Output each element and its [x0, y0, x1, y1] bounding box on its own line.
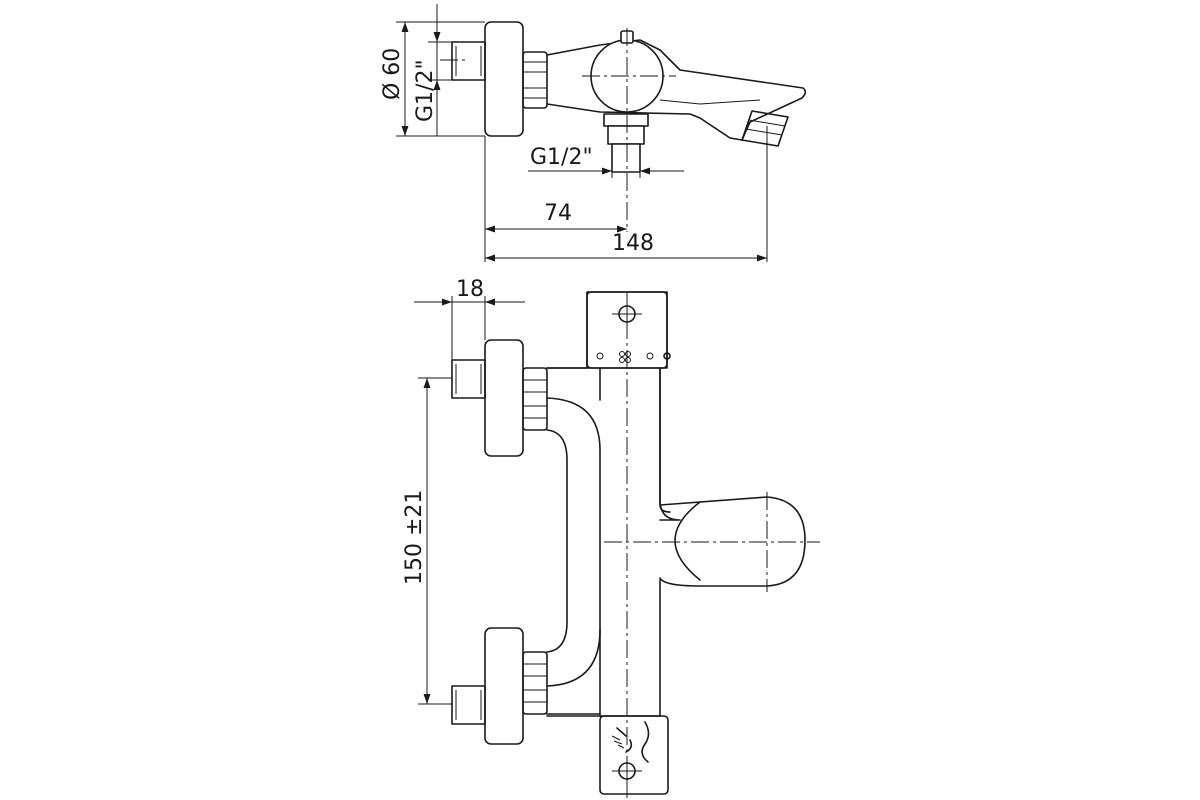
top-spout-aerator — [741, 110, 789, 147]
top-inlet-nipple — [451, 41, 486, 81]
lower-connection-nut — [522, 651, 548, 715]
lower-wall-rosette — [484, 627, 524, 745]
lower-inlet-nipple — [451, 685, 486, 725]
dim-diameter-label: Ø 60 — [380, 48, 405, 100]
top-mixer-body — [546, 39, 807, 141]
top-outlet-fitting — [603, 113, 649, 127]
dim-outlet-thread-label: G1/2" — [530, 145, 593, 170]
dim-74-label: 74 — [544, 201, 572, 226]
curved-connector-pipe — [546, 397, 601, 687]
lower-control-handle — [599, 715, 669, 795]
top-view: Ø 60 G1/2" G1/2" 74 148 — [380, 4, 807, 262]
dim-center-distance-label: 150 ±21 — [402, 490, 427, 585]
front-view: 18 150 ±21 — [402, 277, 820, 798]
front-spout — [659, 496, 806, 587]
upper-inlet-nipple — [451, 359, 486, 399]
shower-symbol-icon — [611, 727, 633, 753]
upper-wall-rosette — [484, 339, 524, 457]
upper-connection-nut — [522, 367, 548, 431]
bath-wave-symbol-icon — [641, 721, 650, 763]
top-wall-rosette — [484, 21, 524, 137]
dim-inlet-thread-label: G1/2" — [413, 59, 438, 122]
dim-18-label: 18 — [456, 277, 484, 302]
dim-148-label: 148 — [612, 231, 654, 256]
top-connection-nut — [522, 51, 548, 109]
